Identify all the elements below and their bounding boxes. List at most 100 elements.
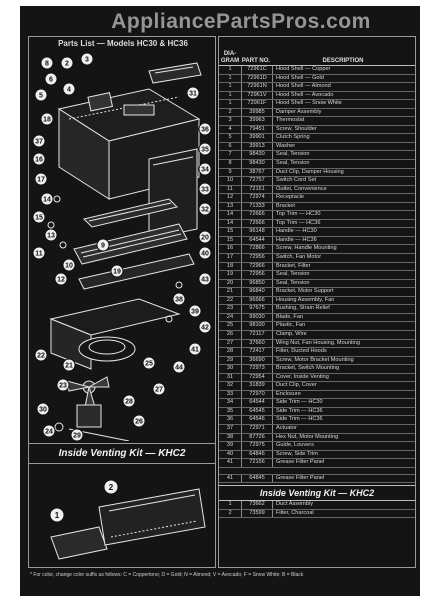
row-description: Thermostat xyxy=(276,117,305,124)
row-diagram-no: 1 xyxy=(219,83,242,91)
callout-number: 36 xyxy=(198,122,212,136)
svg-text:1: 1 xyxy=(55,511,60,520)
row-description: Duct Assembly xyxy=(276,501,313,508)
callout-number: 10 xyxy=(62,258,76,272)
row-part-no: 96148 xyxy=(242,228,273,236)
row-part-no: 72417 xyxy=(242,348,273,356)
row-description: Filter, Charcoal xyxy=(276,509,314,516)
callout-number: 5 xyxy=(34,88,48,102)
svg-text:38: 38 xyxy=(175,297,183,304)
svg-text:33: 33 xyxy=(201,187,209,194)
row-part-no: 39913 xyxy=(242,142,273,151)
callout-number: 43 xyxy=(198,272,212,286)
callout-number: 33 xyxy=(198,182,212,196)
row-description: Duct Clip, Damper Housing xyxy=(276,168,344,175)
row-description: Handle — HC36 xyxy=(276,236,317,243)
row-diagram-no: 15 xyxy=(219,236,242,245)
row-part-no: 64544 xyxy=(242,236,273,245)
row-description: Bracket xyxy=(276,202,295,209)
row-diagram-no: 40 xyxy=(219,450,242,459)
row-description: Side Trim — HC36 xyxy=(276,407,323,414)
callout-number: 6 xyxy=(44,72,58,86)
svg-text:2: 2 xyxy=(65,61,69,68)
row-description: Bushing, Strain Relief xyxy=(276,305,330,312)
svg-text:30: 30 xyxy=(39,407,47,414)
row-description: Seal, Tension xyxy=(276,151,310,158)
parts-sheet: AppliancePartsPros.com Parts List — Mode… xyxy=(20,6,420,596)
svg-text:12: 12 xyxy=(57,277,65,284)
kit-callout-number: 1 xyxy=(49,507,65,523)
row-diagram-no: 9 xyxy=(219,168,242,177)
row-diagram-no: 37 xyxy=(219,424,242,433)
row-part-no: 39901 xyxy=(242,134,273,142)
row-description: Handle — HC30 xyxy=(276,228,317,235)
callout-number: 31 xyxy=(186,86,200,100)
row-part-no: 98430 xyxy=(242,151,273,160)
row-diagram-no: 39 xyxy=(219,442,242,450)
callout-number: 34 xyxy=(198,162,212,176)
row-diagram-no: 11 xyxy=(219,185,242,194)
callout-number: 21 xyxy=(62,358,76,372)
svg-text:26: 26 xyxy=(135,419,143,426)
row-description: Hood Shell — Gold xyxy=(276,74,324,81)
row-part-no: 72961D xyxy=(242,74,273,83)
callout-number: 29 xyxy=(70,428,84,441)
row-description: Hood Shell — Copper xyxy=(276,66,331,72)
callout-number: 2 xyxy=(60,56,74,70)
row-part-no: 72866 xyxy=(242,245,273,254)
callout-number: 12 xyxy=(54,272,68,286)
row-part-no: 87726 xyxy=(242,433,273,442)
row-description: Filter, Ducted Hoods xyxy=(276,348,327,355)
row-diagram-no: 24 xyxy=(219,313,242,322)
row-diagram-no: 6 xyxy=(219,142,242,151)
row-description: Seal, Tension xyxy=(276,271,310,278)
svg-text:24: 24 xyxy=(45,429,53,436)
row-diagram-no: 19 xyxy=(219,271,242,279)
row-description: Hood Shell — Avocado xyxy=(276,91,334,98)
inside-venting-kit-diagram: 12 xyxy=(49,479,206,560)
callout-number: 30 xyxy=(36,402,50,416)
svg-text:6: 6 xyxy=(49,77,53,84)
row-part-no: 72961F xyxy=(242,100,273,108)
row-diagram-no: 27 xyxy=(219,339,242,348)
row-part-no: 36690 xyxy=(242,356,273,365)
callout-number: 39 xyxy=(188,304,202,318)
row-diagram-no: 3 xyxy=(219,117,242,125)
row-description: Top Trim — HC36 xyxy=(276,219,321,226)
row-description: Cover, Inside Venting xyxy=(276,373,329,380)
row-description: Bracket, Filter xyxy=(276,262,311,269)
row-description: Screw, Motor Bracket Mounting xyxy=(276,356,354,363)
svg-text:18: 18 xyxy=(43,117,51,124)
watermark: AppliancePartsPros.com xyxy=(111,10,371,33)
svg-text:15: 15 xyxy=(35,215,43,222)
svg-text:17: 17 xyxy=(37,177,45,184)
callout-number: 25 xyxy=(142,356,156,370)
row-description: Bracket, Switch Mounting xyxy=(276,365,340,372)
svg-text:35: 35 xyxy=(201,147,209,154)
row-diagram-no: 32 xyxy=(219,382,242,390)
callout-number: 9 xyxy=(96,238,110,252)
kit-callouts: 12 xyxy=(49,479,119,523)
row-diagram-no: 1 xyxy=(219,501,242,509)
callout-number: 18 xyxy=(40,112,54,126)
row-diagram-no: 7 xyxy=(219,151,242,160)
row-diagram-no: 34 xyxy=(219,399,242,407)
row-description: Washer xyxy=(276,142,296,149)
row-part-no: 39985 xyxy=(242,108,273,117)
svg-text:14: 14 xyxy=(43,197,51,204)
svg-text:13: 13 xyxy=(47,233,55,240)
row-description: Guide, Louvers xyxy=(276,442,314,449)
row-diagram-no: 26 xyxy=(219,330,242,339)
svg-text:23: 23 xyxy=(59,383,67,390)
row-part-no: 79451 xyxy=(242,125,273,134)
callout-number: 4 xyxy=(62,82,76,96)
row-diagram-no: 38 xyxy=(219,433,242,442)
row-diagram-no: 1 xyxy=(219,74,242,83)
